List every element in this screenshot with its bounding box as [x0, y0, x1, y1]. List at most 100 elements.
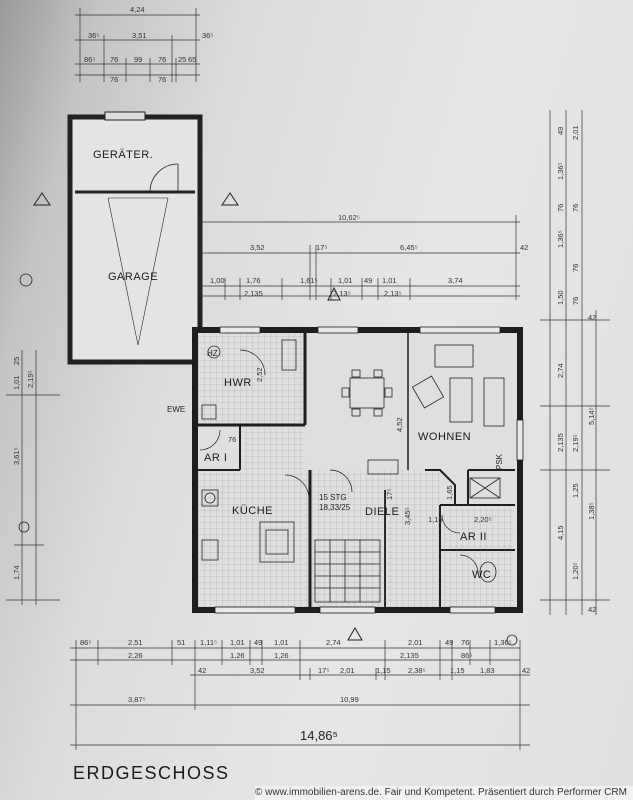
dim-bottom-1365: 1,36⁵ [494, 638, 512, 647]
dim-right-274: 2,74 [556, 363, 565, 378]
dim-inner-2205: 2,20⁵ [474, 515, 492, 524]
dim-inner-76: 76 [228, 435, 236, 444]
dim-right-415: 4,15 [556, 525, 565, 540]
dim-right-2195: 2,19⁵ [571, 434, 580, 452]
dim-bottom-115a: 1,15 [376, 666, 391, 675]
dim-right-76a: 76 [556, 204, 565, 212]
room-hwr: HWR [224, 377, 252, 389]
dim-right-125: 1,25 [571, 483, 580, 498]
dim-bottom-101b: 1,01 [274, 638, 289, 647]
dim-right-150: 1,50 [556, 290, 565, 305]
dim-upper-2135c: 2,13⁵ [384, 289, 402, 298]
dim-right-1365a: 1,36⁵ [556, 162, 565, 180]
dim-upper-645: 6,45⁵ [400, 243, 418, 252]
dim-bottom-101a: 1,01 [230, 638, 245, 647]
room-diele: DIELE [365, 506, 399, 518]
dim-bottom-865b: 86⁵ [461, 651, 472, 660]
dim-upper-100: 1,00 [210, 276, 225, 285]
dim-bottom-115b: 1,15 [450, 666, 465, 675]
dim-bottom-274: 2,74 [326, 638, 341, 647]
stairs-steps: 15 STG [319, 493, 347, 502]
dim-right-5145: 5,14⁵ [587, 407, 596, 425]
dim-top-351: 3,51 [132, 31, 147, 40]
dim-upper-2135b: 2,13⁵ [333, 289, 351, 298]
dim-bottom-14865: 14,86⁵ [300, 728, 338, 743]
dim-right-49: 49 [556, 127, 565, 135]
section-marker-bottom [347, 627, 363, 641]
dim-inner-452: 4,52 [395, 417, 404, 432]
dim-upper-1615: 1,61⁵ [300, 276, 318, 285]
dim-right-201: 2,01 [571, 125, 580, 140]
dim-bottom-251: 2,51 [128, 638, 143, 647]
dim-bottom-2385: 2,38⁵ [408, 666, 426, 675]
room-geraeter: GERÄTER. [93, 149, 153, 161]
room-wohnen: WOHNEN [418, 431, 471, 443]
dim-inner-252: 2,52 [255, 367, 264, 382]
dim-top-424: 4,24 [130, 5, 145, 14]
dim-bottom-201b: 2,01 [340, 666, 355, 675]
marker-circle-binder [19, 273, 33, 287]
dim-bottom-2135: 2,135 [400, 651, 419, 660]
dim-bottom-76: 76 [461, 638, 469, 647]
dim-top-865: 86⁵ [84, 55, 95, 64]
tiled-floor-areas [198, 333, 513, 607]
left-dimension-lines [6, 350, 60, 605]
marker-circle-left [18, 521, 30, 533]
room-ar2: AR II [460, 531, 487, 543]
dim-upper-10625: 10,62⁵ [338, 213, 360, 222]
dim-upper-374: 3,74 [448, 276, 463, 285]
dim-bottom-1115: 1,11⁵ [200, 638, 217, 647]
dim-bottom-126b: 1,26 [274, 651, 289, 660]
marker-circle-right [506, 634, 518, 646]
room-kueche: KÜCHE [232, 505, 273, 517]
dim-bottom-183: 1,83 [480, 666, 495, 675]
garage-outline [33, 111, 239, 365]
floor-title: ERDGESCHOSS [73, 763, 230, 783]
dim-right-42b: 42 [588, 605, 596, 614]
dim-right-42a: 42 [588, 313, 596, 322]
dim-left-101: 1,01 [12, 375, 21, 390]
dim-upper-2135a: 2,135 [244, 289, 263, 298]
dim-top-365b: 36⁵ [202, 31, 213, 40]
label-ewe: EWE [167, 405, 185, 414]
label-psk: PSK [495, 453, 504, 470]
dim-top-365a: 36⁵ [88, 31, 99, 40]
dim-left-25: 25 [12, 357, 21, 365]
dim-top-76c: 76 [110, 75, 118, 84]
dim-right-76b: 76 [571, 204, 580, 212]
dim-bottom-1099: 10,99 [340, 695, 359, 704]
dim-bottom-226: 2,26 [128, 651, 143, 660]
dim-right-1205: 1,20⁵ [571, 562, 580, 580]
dim-bottom-3875: 3,87⁵ [128, 695, 146, 704]
dim-bottom-352: 3,52 [250, 666, 265, 675]
dim-right-1385: 1,38⁵ [587, 502, 596, 520]
dim-bottom-49b: 49 [445, 638, 453, 647]
dim-upper-42: 42 [520, 243, 528, 252]
top-dimension-lines [75, 8, 200, 82]
bottom-dimension-lines [70, 640, 530, 750]
dim-bottom-42a: 42 [198, 666, 206, 675]
dim-right-76d: 76 [571, 297, 580, 305]
dim-left-174: 1,74 [12, 565, 21, 580]
dim-left-3615: 3,61⁵ [12, 447, 21, 465]
dim-bottom-49: 49 [254, 638, 262, 647]
upper-dimension-lines [199, 215, 520, 300]
furniture [201, 339, 505, 603]
dim-top-76a: 76 [110, 55, 118, 64]
dim-bottom-175: 17⁵ [318, 666, 329, 675]
dim-upper-176: 1,76 [246, 276, 261, 285]
room-wc: WC [472, 569, 491, 581]
dim-upper-101b: 1,01 [382, 276, 397, 285]
dim-inner-3455: 3,45⁵ [403, 507, 412, 525]
dim-bottom-201: 2,01 [408, 638, 423, 647]
dim-right-2135: 2,135 [556, 433, 565, 452]
dim-upper-175: 17⁵ [316, 243, 327, 252]
dim-inner-115: 1,15 [428, 515, 443, 524]
dim-top-65: 65 [188, 55, 196, 64]
dim-bottom-42b: 42 [522, 666, 530, 675]
dim-top-25: 25 [178, 55, 186, 64]
dim-left-2195: 2,19⁵ [26, 370, 35, 388]
stairs-ratio: 18,33/25 [319, 503, 351, 512]
room-ar1: AR I [204, 452, 227, 464]
